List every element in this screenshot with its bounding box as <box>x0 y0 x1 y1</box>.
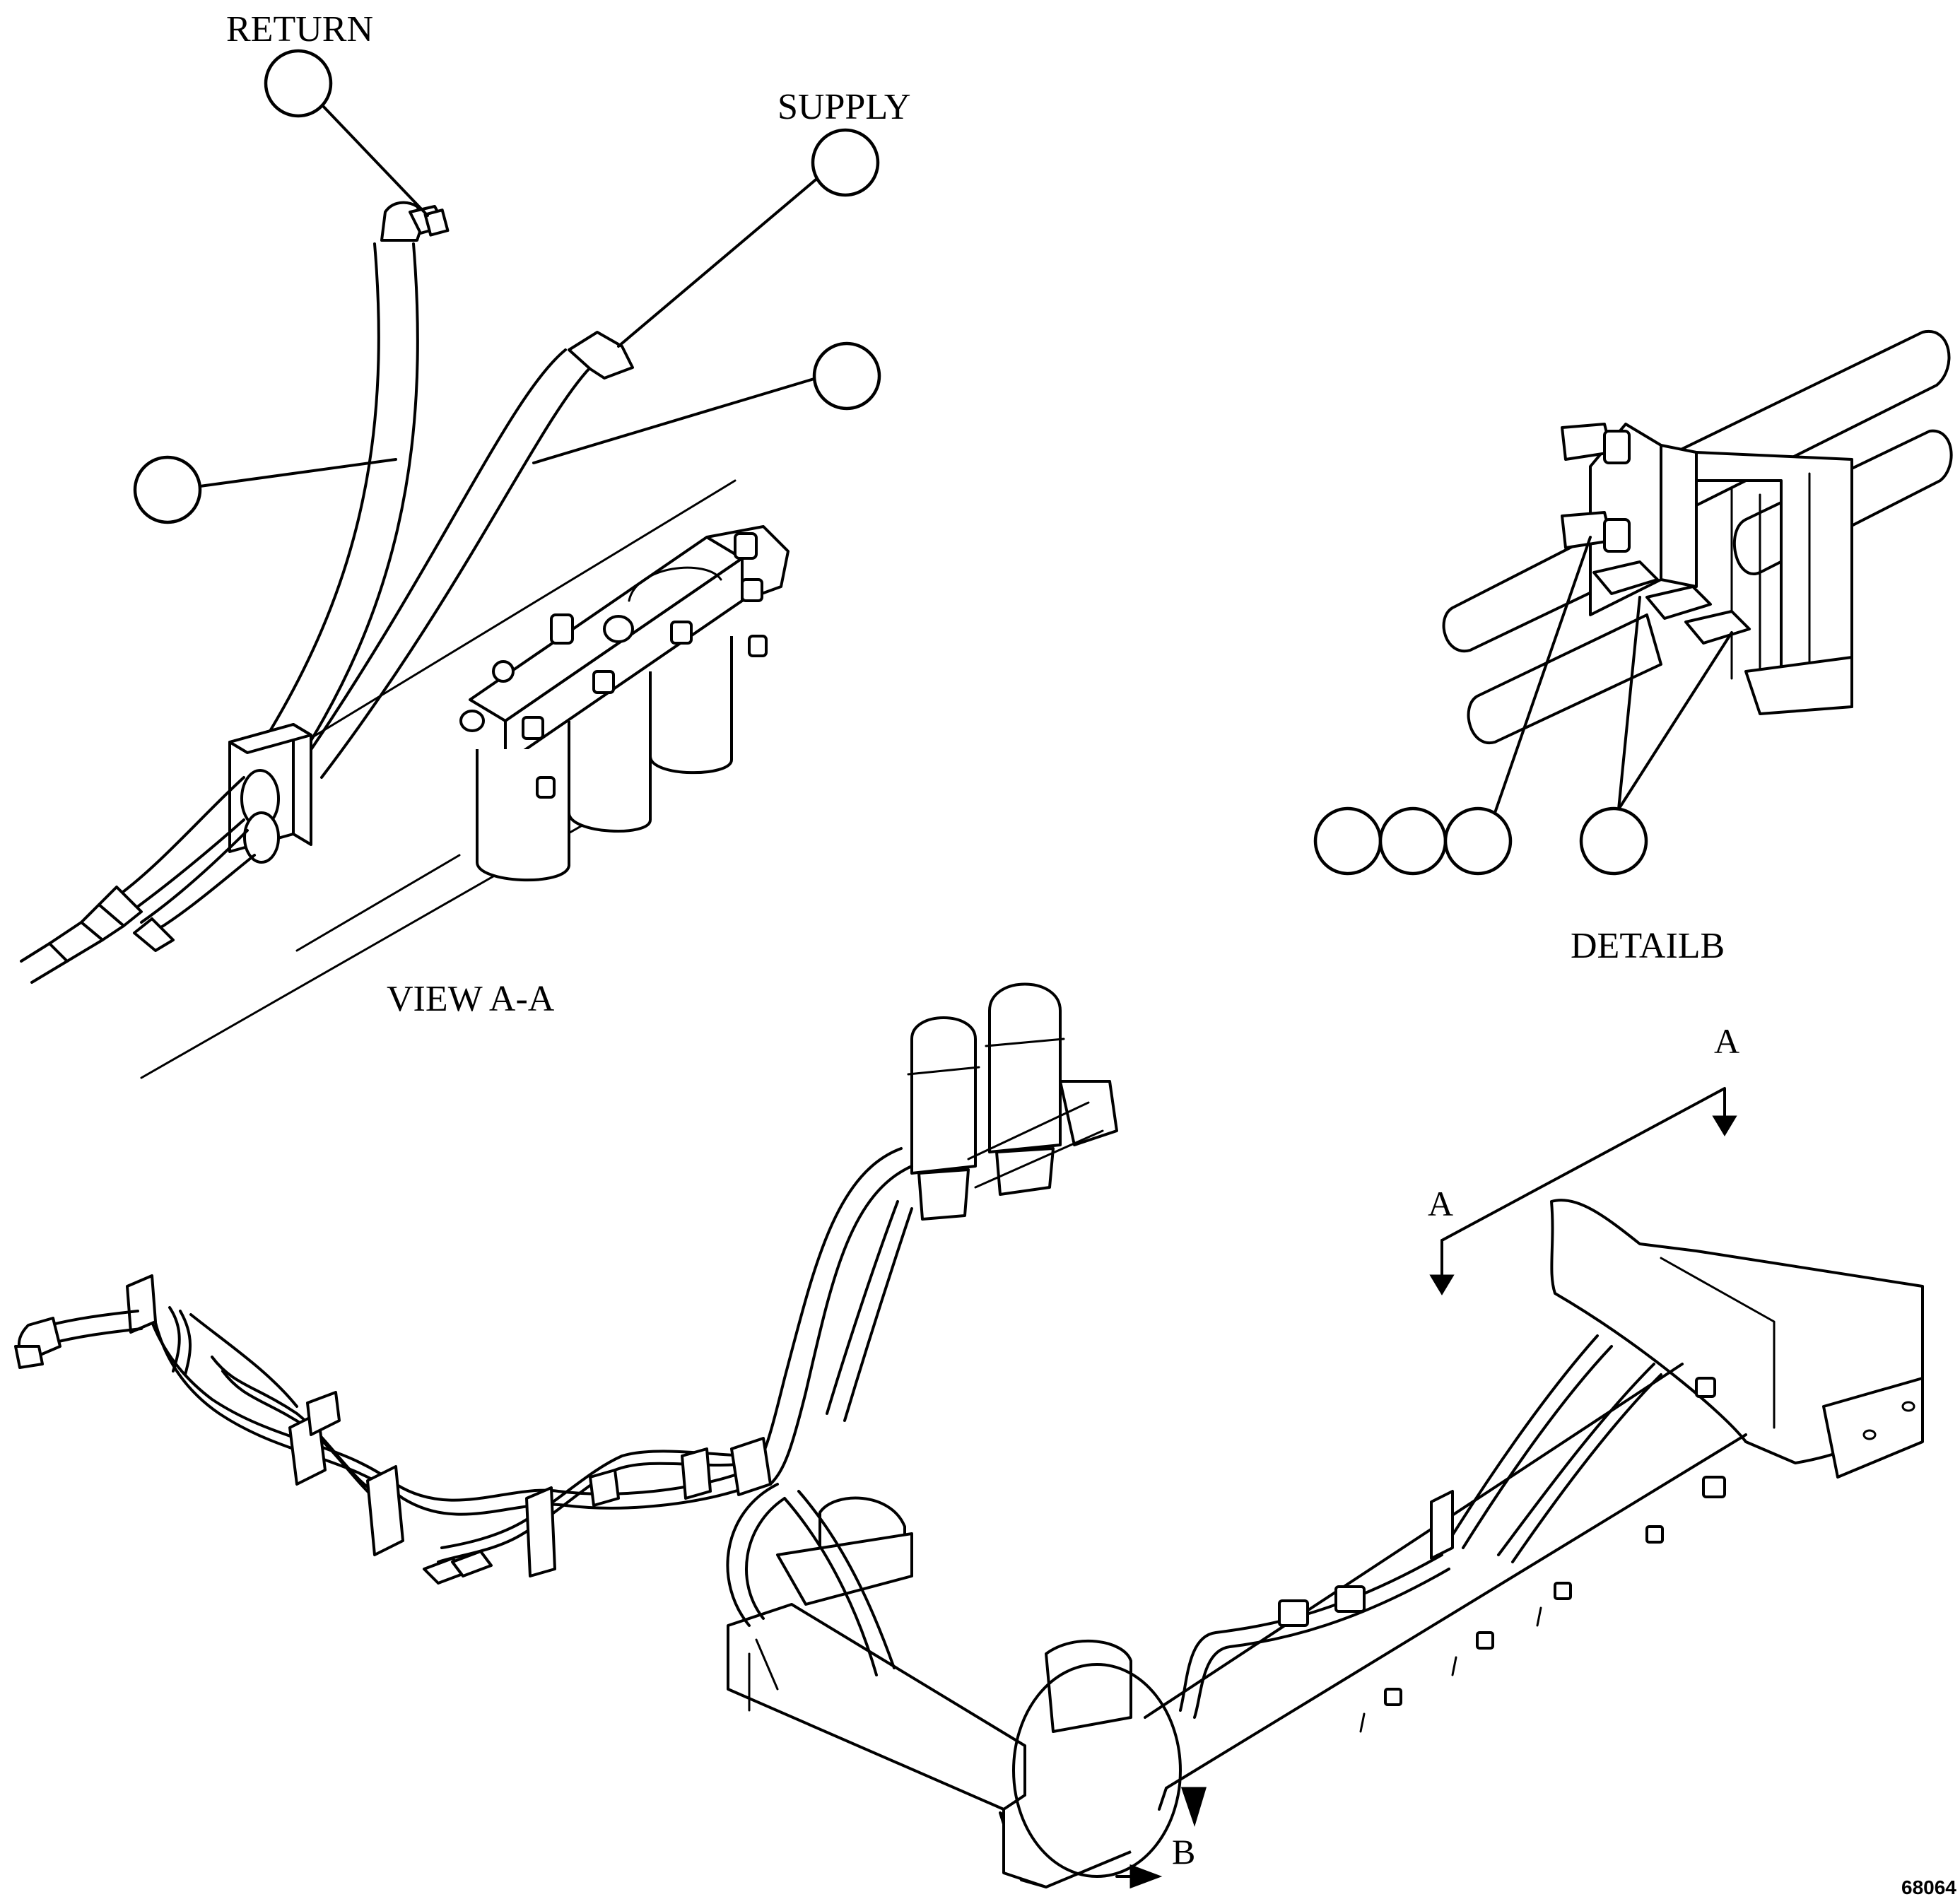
return-label: RETURN <box>226 9 373 49</box>
callout-return-hose <box>133 455 202 524</box>
detail-b: DETAILB <box>1313 329 1953 966</box>
section-marker-a-left: A <box>1428 1184 1453 1223</box>
figure-number: 68064 <box>1901 1876 1956 1898</box>
detail-marker-b: B <box>1172 1832 1195 1871</box>
supply-label: SUPPLY <box>777 87 910 127</box>
callout-detail-2 <box>1378 806 1448 876</box>
callout-detail-4 <box>1579 806 1648 876</box>
callout-detail-1 <box>1313 806 1383 876</box>
detail-b-circle <box>1012 1663 1182 1878</box>
view-aa: RETURN SUPPLY VIEW A-A <box>20 9 910 1079</box>
view-aa-title: VIEW A-A <box>387 979 555 1019</box>
section-marker-a-right: A <box>1714 1021 1739 1061</box>
callout-detail-3 <box>1443 806 1513 876</box>
callout-supply <box>811 128 880 197</box>
callout-supply-hose <box>812 341 881 411</box>
detail-b-title: DETAILB <box>1571 926 1725 966</box>
callout-return <box>264 49 333 118</box>
main-assembly: A A <box>14 982 1924 1889</box>
